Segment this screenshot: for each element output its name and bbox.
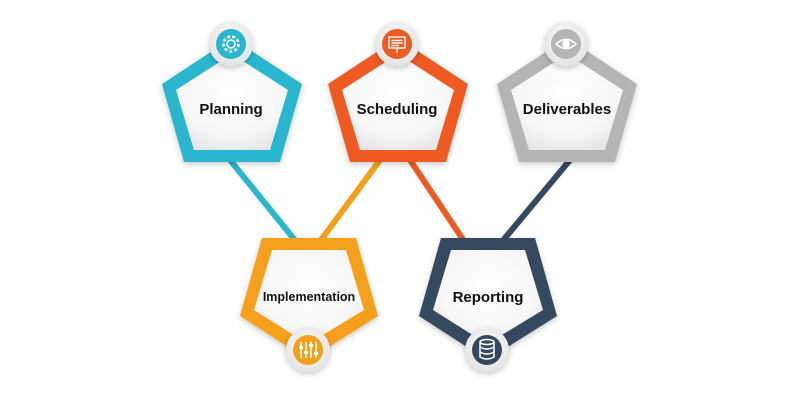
sliders-icon-glyph: [299, 342, 318, 358]
node-implementation: Implementation: [240, 238, 378, 372]
node-label: Planning: [199, 101, 262, 118]
node-label: Reporting: [453, 289, 524, 306]
connector-deliverables-reporting: [497, 158, 573, 246]
node-deliverables: Deliverables: [497, 22, 637, 162]
node-planning: Planning: [162, 22, 302, 162]
connector-scheduling-implementation: [315, 158, 383, 246]
pentagon-fill: [511, 54, 623, 150]
node-scheduling: Scheduling: [328, 22, 468, 162]
gear-icon-glyph: [222, 35, 240, 53]
eye-icon-glyph: [554, 38, 578, 50]
connector-planning-implementation: [227, 158, 301, 246]
node-label: Deliverables: [523, 101, 611, 118]
sliders-icon: [293, 335, 323, 365]
gear-icon: [216, 29, 246, 59]
pentagon-fill: [433, 250, 543, 344]
connector-scheduling-reporting: [407, 158, 469, 246]
node-reporting: Reporting: [419, 238, 557, 372]
pentagon-fill: [342, 54, 454, 150]
presentation-board-icon-glyph: [388, 36, 406, 53]
node-label: Scheduling: [357, 101, 438, 118]
connectors: [227, 158, 573, 246]
database-icon-glyph: [479, 338, 495, 360]
pentagon-fill: [176, 54, 288, 150]
node-label: Implementation: [263, 290, 355, 304]
presentation-board-icon: [382, 29, 412, 59]
pentagon-fill: [254, 250, 364, 344]
